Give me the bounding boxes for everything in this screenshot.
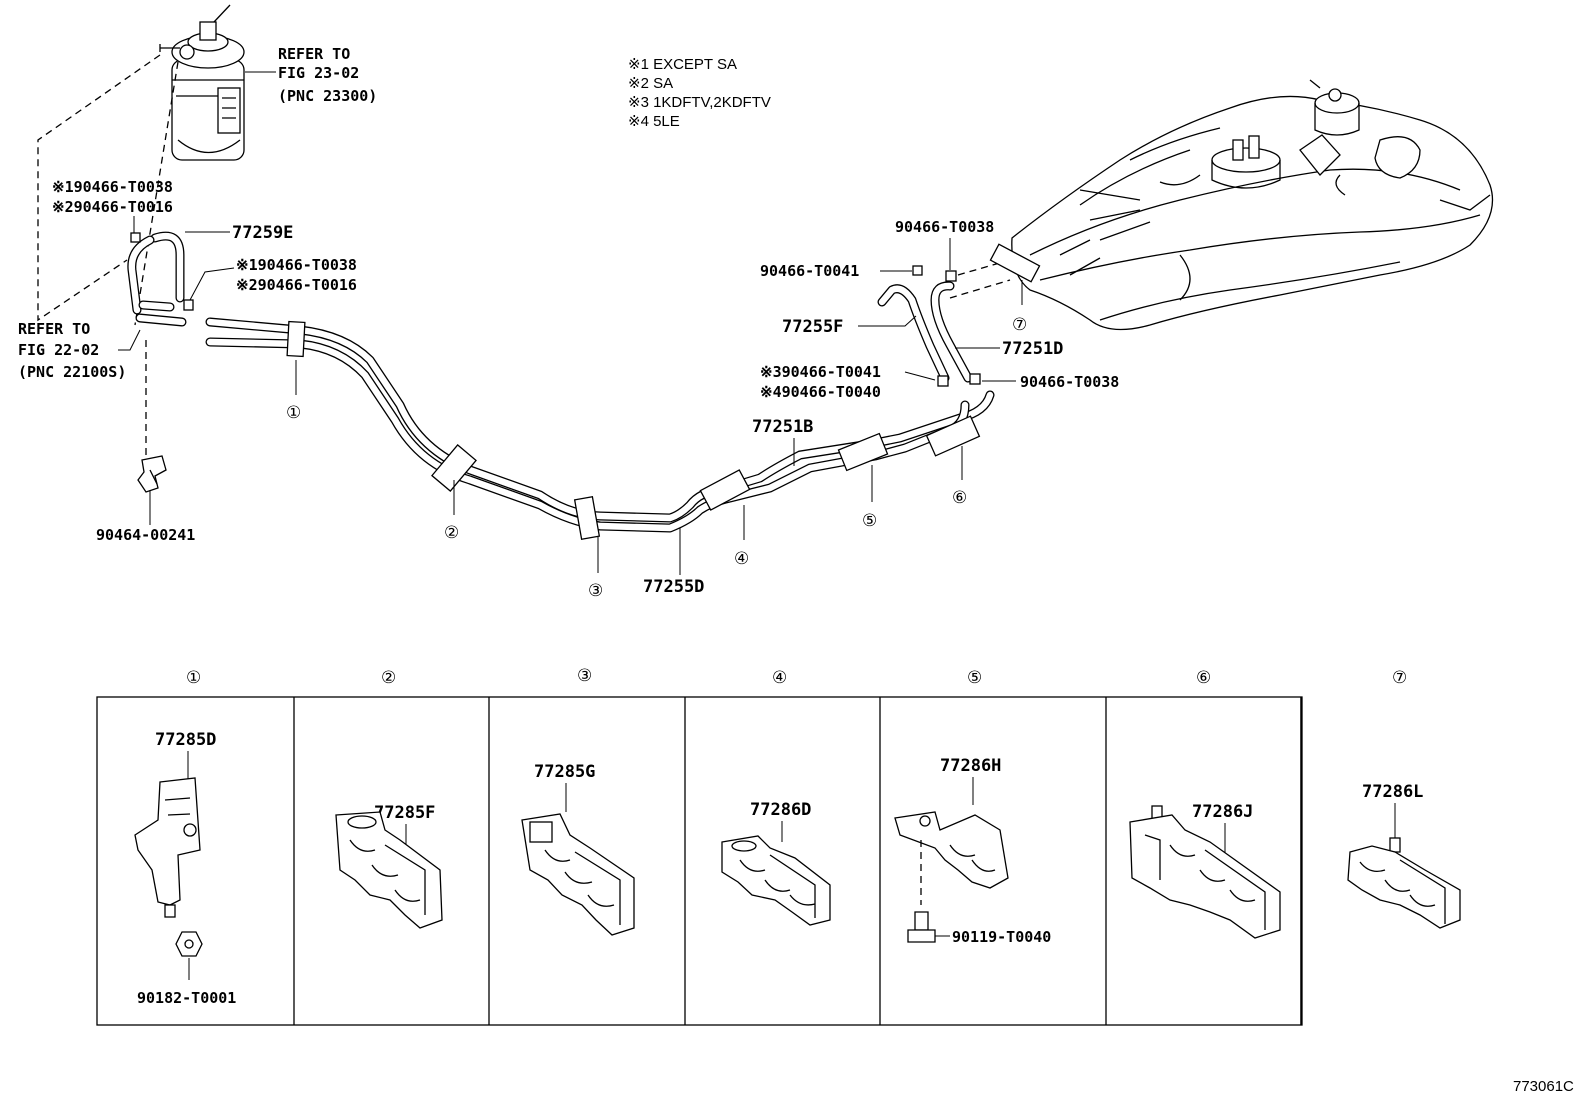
clips-right (912, 259, 1011, 387)
label-77251d: 77251D (1002, 339, 1063, 359)
panel-3-part: 77285G (534, 762, 595, 782)
callout-77255d: 77255D (643, 528, 704, 597)
panel-markers: ① ② ③ ④ ⑤ ⑥ ⑦ (186, 666, 1407, 687)
hose-77259e (127, 231, 194, 327)
label-note4: ※490466-T0040 (760, 383, 881, 401)
label-t0041: 90466-T0041 (760, 262, 859, 280)
panel-6-part: 77286J (1192, 802, 1253, 822)
panel-3: 77285G (521, 762, 635, 936)
marker-5: ⑤ (862, 511, 877, 530)
marker-6: ⑥ (952, 488, 967, 507)
note-2: ※2 SA (628, 75, 673, 92)
panel-2-marker: ② (381, 668, 396, 687)
callout-T0038-right: 90466-T0038 (982, 373, 1119, 391)
panel-1: 77285D 90182-T0001 (134, 730, 236, 1007)
panel-1-extra: 90182-T0001 (137, 989, 236, 1007)
filter-ref-line1: REFER TO (278, 45, 350, 63)
label-t0038-top: 90466-T0038 (895, 218, 994, 236)
clip-a-label-1: ※190466-T0038 (52, 178, 173, 196)
panel-1-part: 77285D (155, 730, 216, 750)
label-t0038-right: 90466-T0038 (1020, 373, 1119, 391)
clip-a-label-2: ※290466-T0016 (52, 198, 173, 216)
detail-panels (96, 696, 1303, 1026)
panel-7-marker: ⑦ (1392, 668, 1407, 687)
fuel-tank-drawing (1011, 79, 1494, 331)
tank-clamp-7: ⑦ (989, 243, 1041, 334)
panel-2: 77285F (335, 803, 443, 929)
pump-ref-line2: FIG 22-02 (18, 341, 99, 359)
callout-note3-note4: ※390466-T0041 ※490466-T0040 (760, 363, 936, 401)
marker-4: ④ (734, 549, 749, 568)
note-3: ※3 1KDFTV,2KDFTV (628, 94, 771, 111)
marker-2: ② (444, 523, 459, 542)
panel-2-part: 77285F (374, 803, 435, 823)
panel-6: 77286J (1129, 802, 1281, 939)
filter-reference: REFER TO FIG 23-02 (PNC 23300) (245, 45, 377, 105)
panel-7-part: 77286L (1362, 782, 1423, 802)
callout-77251b: 77251B (752, 417, 813, 466)
marker-1: ① (286, 403, 301, 422)
clip-b-label-2: ※290466-T0016 (236, 276, 357, 294)
label-77251b: 77251B (752, 417, 813, 437)
panel-7: 77286L (1347, 782, 1461, 929)
clip-callout-b: ※190466-T0038 ※290466-T0016 (189, 256, 357, 301)
main-fuel-pipes (205, 317, 995, 533)
filter-ref-line2: FIG 23-02 (278, 64, 359, 82)
callout-77259e: 77259E (185, 223, 293, 243)
panels-frame (96, 696, 1303, 1026)
marker-3: ③ (588, 581, 603, 600)
panel-4-part: 77286D (750, 800, 811, 820)
panel-5-extra: 90119-T0040 (952, 928, 1051, 946)
clip-callout-a: ※190466-T0038 ※290466-T0016 (52, 178, 173, 233)
note-4: ※4 5LE (628, 113, 680, 130)
label-90464-00241: 90464-00241 (96, 526, 195, 544)
panel-5-part: 77286H (940, 756, 1001, 776)
marker-7: ⑦ (1012, 315, 1027, 334)
label-77255f: 77255F (782, 317, 843, 337)
panel-5-marker: ⑤ (967, 668, 982, 687)
filter-connection-dash (37, 54, 161, 322)
label-77259e: 77259E (232, 223, 293, 243)
label-note3: ※390466-T0041 (760, 363, 881, 381)
callout-77255f: 77255F (782, 315, 917, 337)
pipe-markers: ① ② ③ ④ ⑤ ⑥ (286, 360, 967, 600)
pump-ref-line3: (PNC 22100S) (18, 363, 126, 381)
fuel-filter-drawing (159, 4, 245, 161)
filter-ref-line3: (PNC 23300) (278, 87, 377, 105)
panel-6-marker: ⑥ (1196, 668, 1211, 687)
pump-reference: REFER TO FIG 22-02 (PNC 22100S) (18, 320, 141, 381)
pipe-clamps (286, 320, 981, 541)
panel-4-marker: ④ (772, 668, 787, 687)
panel-3-marker: ③ (577, 666, 592, 685)
note-1: ※1 EXCEPT SA (628, 56, 737, 73)
panel-5: 77286H 90119-T0040 (894, 756, 1051, 946)
hose-77255f (877, 281, 973, 383)
callout-77251d: 77251D (955, 339, 1063, 359)
label-77255d: 77255D (643, 577, 704, 597)
clip-b-label-1: ※190466-T0038 (236, 256, 357, 274)
callout-T0038-top: 90466-T0038 (895, 218, 994, 270)
figure-code: 773061C (1513, 1078, 1574, 1095)
panel-1-marker: ① (186, 668, 201, 687)
pump-ref-line1: REFER TO (18, 320, 90, 338)
notes-legend: ※1 EXCEPT SA ※2 SA ※3 1KDFTV,2KDFTV ※4 5… (628, 56, 771, 130)
clamp-90464: 90464-00241 (96, 340, 195, 544)
panel-4: 77286D (721, 800, 831, 926)
callout-T0041: 90466-T0041 (760, 262, 912, 280)
